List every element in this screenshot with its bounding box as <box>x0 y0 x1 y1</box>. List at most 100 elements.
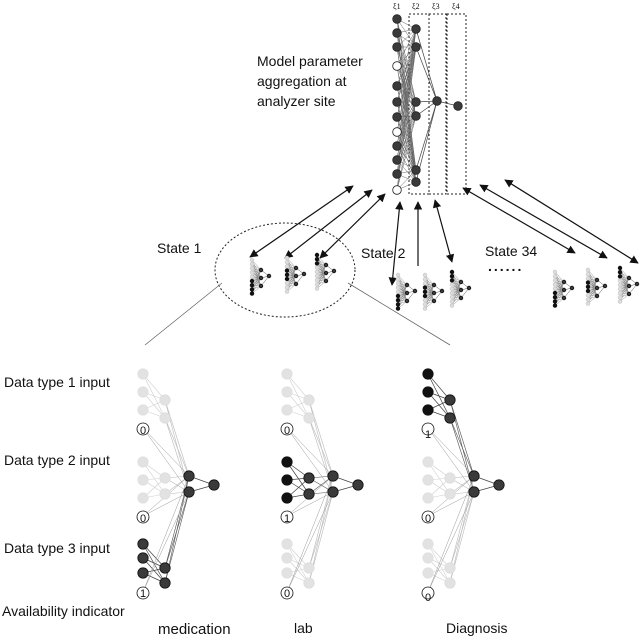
mini-node <box>422 277 428 282</box>
input-node <box>422 404 434 416</box>
hidden-node <box>159 562 171 574</box>
edge <box>164 399 190 477</box>
mini-node <box>449 282 455 287</box>
mini-node <box>249 274 255 279</box>
mini-node <box>258 283 264 289</box>
edge <box>554 281 565 298</box>
mini-node <box>552 278 558 283</box>
indicator-diagnosis-2: 0 <box>425 513 431 525</box>
mini-node <box>314 252 320 258</box>
input-node <box>137 567 149 579</box>
mini-node <box>602 283 608 289</box>
mini-node <box>249 287 255 292</box>
edge <box>451 281 462 294</box>
hidden-node <box>303 488 315 500</box>
edge <box>396 115 417 191</box>
edge <box>397 274 408 286</box>
mini-network <box>585 267 608 306</box>
edge <box>396 46 417 161</box>
mini-network <box>552 269 575 308</box>
state-ellipsis: ...... <box>488 258 524 274</box>
edge <box>396 65 417 117</box>
expanded-network-nodes <box>136 368 505 600</box>
input-node <box>137 492 149 504</box>
hidden-node <box>444 488 456 500</box>
mini-network <box>449 269 472 308</box>
mini-node <box>404 298 410 304</box>
edge <box>396 28 417 161</box>
indicator-node <box>136 422 150 436</box>
aggregation-title-line-2: aggregation at <box>257 73 347 89</box>
mini-node <box>301 271 307 277</box>
state-mini-networks <box>249 252 640 311</box>
edge <box>397 292 408 305</box>
edge <box>415 46 438 102</box>
hidden-node <box>183 486 195 498</box>
mini-node <box>594 293 600 299</box>
mini-node <box>395 293 401 299</box>
mini-node <box>314 265 320 270</box>
mini-node <box>449 299 455 304</box>
hidden-node <box>303 394 315 406</box>
input-node <box>422 474 434 486</box>
edge <box>308 417 334 477</box>
indicator-lab-1: 0 <box>284 425 290 437</box>
input-node <box>392 28 402 38</box>
edge <box>587 269 598 281</box>
edge <box>286 275 297 288</box>
hidden-node <box>159 412 171 424</box>
edge <box>427 491 475 593</box>
edge <box>396 28 417 87</box>
input-node <box>392 42 402 52</box>
mini-node <box>395 302 401 307</box>
hidden-node <box>303 577 315 589</box>
layer-box-3 <box>428 13 447 195</box>
mini-node <box>561 295 567 301</box>
mini-node <box>449 274 455 279</box>
aggregation-title: Model parameter aggregation at analyzer … <box>257 51 363 111</box>
edge <box>286 427 334 477</box>
mini-node <box>395 285 401 290</box>
mini-node <box>284 272 290 277</box>
hidden-node <box>303 412 315 424</box>
output-node <box>453 101 463 111</box>
mini-node <box>458 295 464 301</box>
mini-node <box>626 291 632 297</box>
input-node <box>281 368 293 380</box>
input-node <box>422 456 434 468</box>
hidden-node <box>444 577 456 589</box>
mini-node <box>458 287 464 293</box>
indicator-node <box>280 586 294 600</box>
edge <box>427 543 451 584</box>
input-node <box>137 474 149 486</box>
mini-node <box>266 273 272 279</box>
edge <box>451 271 462 283</box>
mini-node <box>561 279 567 285</box>
mini-node <box>314 269 320 274</box>
parameter-arrow <box>249 185 354 258</box>
indicator-medication-2: 0 <box>140 513 146 525</box>
hidden-node <box>159 488 171 500</box>
indicator-node <box>421 422 435 436</box>
edge <box>424 292 435 305</box>
mini-node <box>569 285 575 291</box>
availability-indicator-label: Availability indicator <box>2 603 125 619</box>
aggregated-model: ξ1 ξ2 ξ3 ξ4 <box>392 2 467 195</box>
edge <box>396 65 417 103</box>
mini-network <box>617 265 640 304</box>
edge <box>316 272 327 285</box>
edge <box>554 271 565 283</box>
edge <box>554 289 565 302</box>
input-node <box>392 155 402 165</box>
mini-network <box>314 252 337 291</box>
mini-node <box>395 306 401 311</box>
edge <box>142 491 190 593</box>
input-node <box>392 185 402 195</box>
edge <box>427 373 451 401</box>
mini-node <box>585 297 591 302</box>
hidden-node <box>159 472 171 484</box>
mini-node <box>395 281 401 286</box>
mini-node <box>585 276 591 281</box>
hidden-node <box>303 472 315 484</box>
edge <box>396 18 417 48</box>
